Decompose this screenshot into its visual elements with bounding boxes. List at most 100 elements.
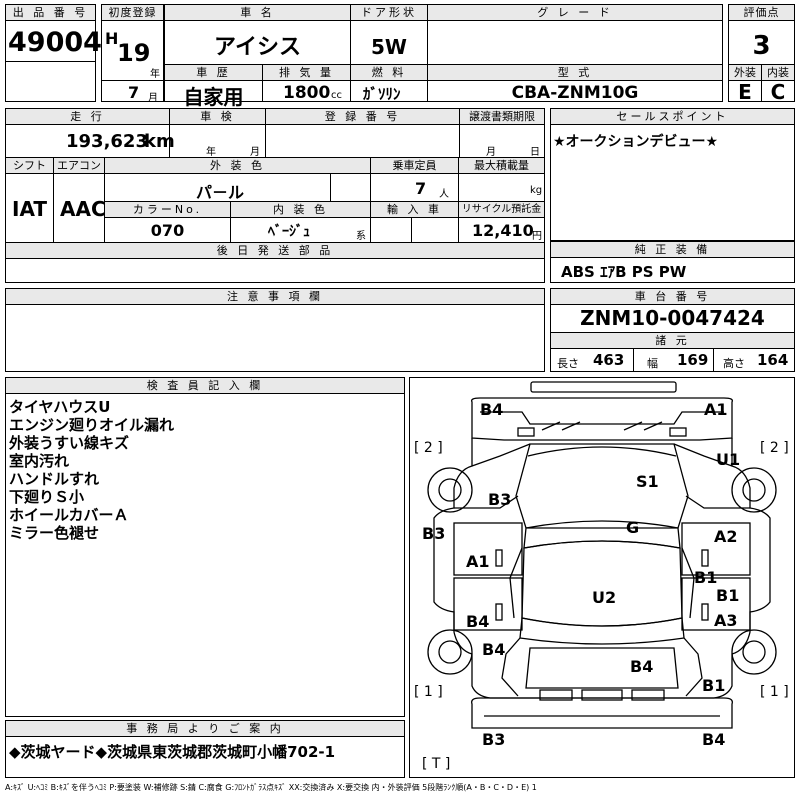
reg-month: 7 <box>128 83 140 102</box>
history: 自家用 <box>183 85 244 109</box>
mark-door-right-rear: B1 <box>716 586 740 605</box>
int-color-label: 内 装 色 <box>231 202 370 218</box>
mark-roof: G <box>626 518 640 537</box>
model-name: アイシス <box>214 35 301 60</box>
office-text: ◆茨城ヤード◆茨城県東茨城郡茨城町小幡702-1 <box>9 743 336 761</box>
mark-rear-left: B3 <box>482 730 506 749</box>
car-diagram: [ 2 ] [ 2 ] [ 1 ] [ 1 ] [ T ] B4 A1 S1 B… <box>409 377 795 778</box>
mark-fender-right: U1 <box>716 450 741 469</box>
capacity: 7 <box>415 179 427 198</box>
history-label: 車 歴 <box>165 65 262 81</box>
tire-rear-right-label: [ 1 ] <box>760 684 789 700</box>
chassis-number: ZNM10-0047424 <box>580 306 765 330</box>
ac-label: エアコン <box>54 158 104 174</box>
color-label: 外 装 色 <box>105 158 370 174</box>
mark-door-right-front: A2 <box>714 527 738 546</box>
tire-spare-label: [ T ] <box>422 756 451 772</box>
interior-label: 内装 <box>762 65 794 81</box>
office-box: 事 務 局 よ り ご 案 内 ◆茨城ヤード◆茨城県東茨城郡茨城町小幡702-1 <box>5 720 405 778</box>
inspector-line: ハンドルすれ <box>9 470 100 488</box>
import-label: 輸 入 車 <box>371 202 458 218</box>
score-label: 評価点 <box>729 5 794 21</box>
sales-point-text: ★オークションデビュー★ <box>553 134 719 150</box>
width: 169 <box>677 351 709 369</box>
mark-rear-right: B4 <box>702 730 726 749</box>
reg-year: 19 <box>117 39 151 67</box>
shift-label: シフト <box>6 158 53 174</box>
mark-door-right-mid: B1 <box>694 568 718 587</box>
inspector-line: 室内汚れ <box>9 452 70 470</box>
mark-quarter-left: B4 <box>482 640 506 659</box>
inspector-line: タイヤハウスU <box>9 398 111 416</box>
mark-door-left-front: A1 <box>466 552 490 571</box>
specs-label: 諸 元 <box>551 333 794 349</box>
equipment-label: 純 正 装 備 <box>551 242 794 258</box>
type-label: 型 式 <box>428 65 722 81</box>
chassis-box: 車 台 番 号 ZNM10-0047424 諸 元 長さ 463 幅 169 高… <box>550 288 795 372</box>
sales-point-label: セールスポイント <box>551 109 794 125</box>
inspector-line: 外装うすい線キズ <box>9 434 130 452</box>
model-name-label: 車 名 <box>165 5 350 21</box>
lot-number: 49004 <box>8 27 102 58</box>
era: H <box>105 29 119 48</box>
later-parts-label: 後 日 発 送 部 品 <box>6 243 544 259</box>
mileage-label: 走 行 <box>6 109 169 125</box>
displacement: 1800 <box>283 83 331 103</box>
inspector-line: ミラー色褪せ <box>9 524 100 542</box>
height: 164 <box>757 351 789 369</box>
tire-rear-left-label: [ 1 ] <box>414 684 443 700</box>
ac: AAC <box>60 197 106 221</box>
inspector-line: エンジン廻りオイル漏れ <box>9 416 175 434</box>
mark-door-right-sill: A3 <box>714 611 738 630</box>
length: 463 <box>593 351 625 369</box>
equipment-text: ABS ｴｱB PS PW <box>561 263 687 281</box>
shift: IAT <box>12 197 48 221</box>
mileage: 193,623 <box>66 131 148 152</box>
recycle-label: リサイクル預託金 <box>459 202 544 218</box>
spec-box: 走 行 車 検 登 録 番 号 譲渡書類期限 193,623 km 年 月 月 … <box>5 108 545 283</box>
reg-no-label: 登 録 番 号 <box>266 109 459 125</box>
door-type: 5W <box>371 35 407 59</box>
load-label: 最大積載量 <box>459 158 544 174</box>
transfer-label: 譲渡書類期限 <box>460 109 544 125</box>
first-registration-box: 初度登録 H 19 年 7 月 <box>101 4 164 104</box>
mark-fender-left: B3 <box>422 524 446 543</box>
lot-box: 出 品 番 号 49004 <box>5 4 102 102</box>
recycle-fee: 12,410 <box>472 221 534 240</box>
mark-roof-rear: U2 <box>592 588 617 607</box>
first-reg-label: 初度登録 <box>102 5 163 21</box>
inspector-box: 検 査 員 記 入 欄 タイヤハウスU エンジン廻りオイル漏れ 外装うすい線キズ… <box>5 377 405 717</box>
mark-door-left-rear: B4 <box>466 612 490 631</box>
displacement-label: 排 気 量 <box>263 65 350 81</box>
vehicle-info-box: 車 名 ドア形状 グ レ ー ド アイシス 5W 車 歴 排 気 量 燃 料 型… <box>164 4 723 109</box>
inspector-line: 下廻りＳ小 <box>9 488 85 506</box>
equipment-box: 純 正 装 備 ABS ｴｱB PS PW <box>550 241 795 283</box>
legend: A:ｷｽﾞ U:ﾍｺﾐ B:ｷｽﾞを伴うﾍｺﾐ P:要塗装 W:補修跡 S:錆 … <box>5 783 537 792</box>
capacity-label: 乗車定員 <box>371 158 458 174</box>
model-type: CBA-ZNM10G <box>511 83 639 103</box>
lot-label: 出 品 番 号 <box>6 5 95 21</box>
color-no: 070 <box>150 221 185 240</box>
sales-point-box: セールスポイント ★オークションデビュー★ <box>550 108 795 241</box>
interior-color: ﾍﾞｰｼﾞｭ <box>268 224 310 240</box>
mark-hood: S1 <box>636 472 659 491</box>
mark-front-left: B4 <box>480 400 504 419</box>
notes-box: 注 意 事 項 欄 <box>5 288 545 372</box>
grade-label: グ レ ー ド <box>428 5 722 21</box>
mark-quarter-right: B1 <box>702 676 726 695</box>
score-box: 評価点 3 外装 内装 E C <box>728 4 795 104</box>
chassis-label: 車 台 番 号 <box>551 289 794 305</box>
mark-front-right: A1 <box>704 400 728 419</box>
fuel-label: 燃 料 <box>351 65 427 81</box>
tire-front-right-label: [ 2 ] <box>760 440 789 456</box>
exterior-grade: E <box>738 80 752 104</box>
inspector-label: 検 査 員 記 入 欄 <box>6 378 404 394</box>
door-label: ドア形状 <box>351 5 427 21</box>
tire-front-left-label: [ 2 ] <box>414 440 443 456</box>
color-no-label: カラーNo. <box>105 202 230 218</box>
car-diagram-svg <box>427 381 777 729</box>
score: 3 <box>752 31 771 61</box>
interior-grade: C <box>770 80 786 104</box>
exterior-color: パ－ル <box>195 183 244 202</box>
exterior-label: 外装 <box>729 65 761 81</box>
